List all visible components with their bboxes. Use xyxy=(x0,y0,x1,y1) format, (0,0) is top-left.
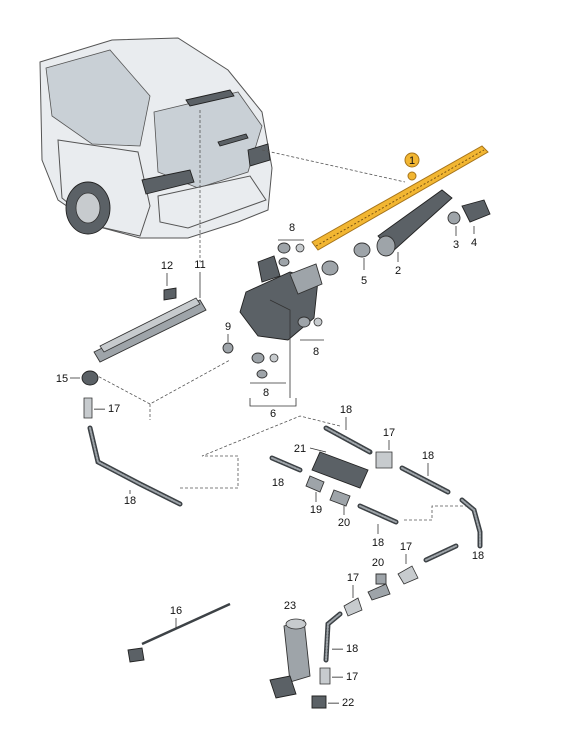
grommet-set-lower xyxy=(251,352,279,379)
callout-17-lower: 17 xyxy=(347,572,359,584)
rubber-bush xyxy=(353,242,371,258)
callout-2: 2 xyxy=(395,265,401,277)
hex-nut xyxy=(222,342,234,354)
callout-1-marker xyxy=(404,152,420,168)
cover-cap xyxy=(461,199,491,223)
hose-connector-lower xyxy=(343,597,363,617)
callout-11: 11 xyxy=(194,259,205,271)
pump-seal xyxy=(311,695,327,709)
callout-18-right: 18 xyxy=(472,550,484,562)
callout-4: 4 xyxy=(471,237,477,249)
hose-connector-right xyxy=(397,565,419,585)
reference-line xyxy=(404,505,466,521)
reference-line xyxy=(261,149,406,183)
callout-22: — 22 xyxy=(328,697,354,709)
callout-21: 21 xyxy=(294,443,306,455)
hose-connector-left xyxy=(83,397,93,419)
callout-20-lower: 20 xyxy=(372,557,384,569)
grommet-set-top xyxy=(277,242,305,267)
callout-9: 9 xyxy=(225,321,231,333)
callout-15: 15 xyxy=(56,373,68,385)
callout-1: 1 xyxy=(409,155,415,167)
washer-nozzle xyxy=(163,287,177,301)
callout-23: 23 xyxy=(284,600,296,612)
callout-16: 16 xyxy=(170,605,182,617)
callout-17-right: 17 xyxy=(400,541,412,553)
cable-tie xyxy=(127,602,231,663)
rear-wiper-on-car xyxy=(185,89,235,107)
reference-line xyxy=(89,359,231,405)
washer-hose-center xyxy=(357,503,399,525)
car-rear-view xyxy=(39,37,273,239)
hose-connector-upper xyxy=(375,451,393,469)
protective-sleeve xyxy=(311,451,369,489)
washer-hose-center-left xyxy=(269,455,303,473)
washer-hose-left xyxy=(87,425,183,507)
callout-18-center: 18 xyxy=(372,537,384,549)
callout-18-center-left: 18 xyxy=(272,477,284,489)
nut xyxy=(447,211,461,225)
callout-8-top: 8 xyxy=(289,222,295,234)
non-return-valve-lower xyxy=(367,573,391,601)
hose-clip xyxy=(81,370,99,386)
washer-hose-lower xyxy=(423,543,459,563)
washer-hose-pump xyxy=(323,611,343,663)
callout-5: 5 xyxy=(361,275,367,287)
callout-17-pump: — 17 xyxy=(332,671,358,683)
wiper-blade xyxy=(311,145,489,251)
reference-line xyxy=(180,415,341,489)
washer-hose-upper xyxy=(323,425,373,455)
washer-pump xyxy=(269,618,311,699)
callout-17-upper: 17 xyxy=(383,427,395,439)
callout-18-pump: — 18 xyxy=(332,643,358,655)
wiper-motor xyxy=(239,255,339,341)
callout-18-right-upper: 18 xyxy=(422,450,434,462)
callout-18-left: 18 xyxy=(124,495,136,507)
hose-connector-19 xyxy=(305,475,325,493)
hose-connector-pump xyxy=(319,667,331,685)
callout-19: 19 xyxy=(310,504,322,516)
callout-8-right: 8 xyxy=(313,346,319,358)
callout-20-center: 20 xyxy=(338,517,350,529)
non-return-valve-center xyxy=(329,489,351,507)
grommet-set-right xyxy=(297,316,323,328)
callout-12: 12 xyxy=(161,260,173,272)
callout-18-upper: 18 xyxy=(340,404,352,416)
callout-6: 6 xyxy=(270,408,276,420)
wiper-arm xyxy=(376,189,453,257)
trim-strip xyxy=(93,297,207,363)
callout-3: 3 xyxy=(453,239,459,251)
washer-hose-right-bend xyxy=(459,497,483,549)
callout-8-lower: 8 xyxy=(263,387,269,399)
washer-hose-right-upper xyxy=(399,465,451,495)
callout-17-left: — 17 xyxy=(94,403,120,415)
